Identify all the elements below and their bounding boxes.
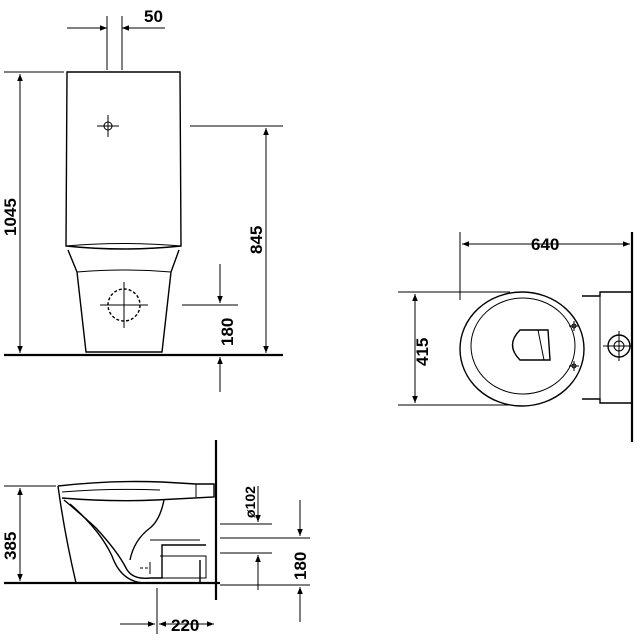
side-seat-outline [57,480,215,502]
side-outlet-centre [140,562,151,574]
dim-label-845: 845 [247,226,266,254]
front-view: 50 1045 845 180 [1,7,283,392]
dim-label-180-side: 180 [291,552,310,580]
inlet-centre-mark [97,115,119,137]
plan-view: 640 415 [398,232,634,442]
dim-label-415: 415 [413,338,432,366]
plan-cistern-outline [582,291,633,404]
side-section-view: 385 ø102 180 220 [1,440,310,635]
dim-label-1045: 1045 [1,198,20,236]
dim-label-180-front: 180 [218,318,237,346]
plan-bowl-outer [459,291,585,407]
plan-inlet-circle [603,331,632,361]
dim-label-640: 640 [531,235,559,254]
side-trap-outline [63,499,206,579]
dim-label-50: 50 [144,7,163,26]
pan-outline [67,249,180,353]
front-outlet-circle [100,282,148,328]
dim-label-220: 220 [171,616,199,635]
dim-label-385: 385 [1,532,20,560]
cistern-outline [65,71,182,250]
dim-label-diameter: ø102 [242,486,258,518]
side-pan-outline [57,485,201,584]
plan-fixing-marks [569,321,579,371]
